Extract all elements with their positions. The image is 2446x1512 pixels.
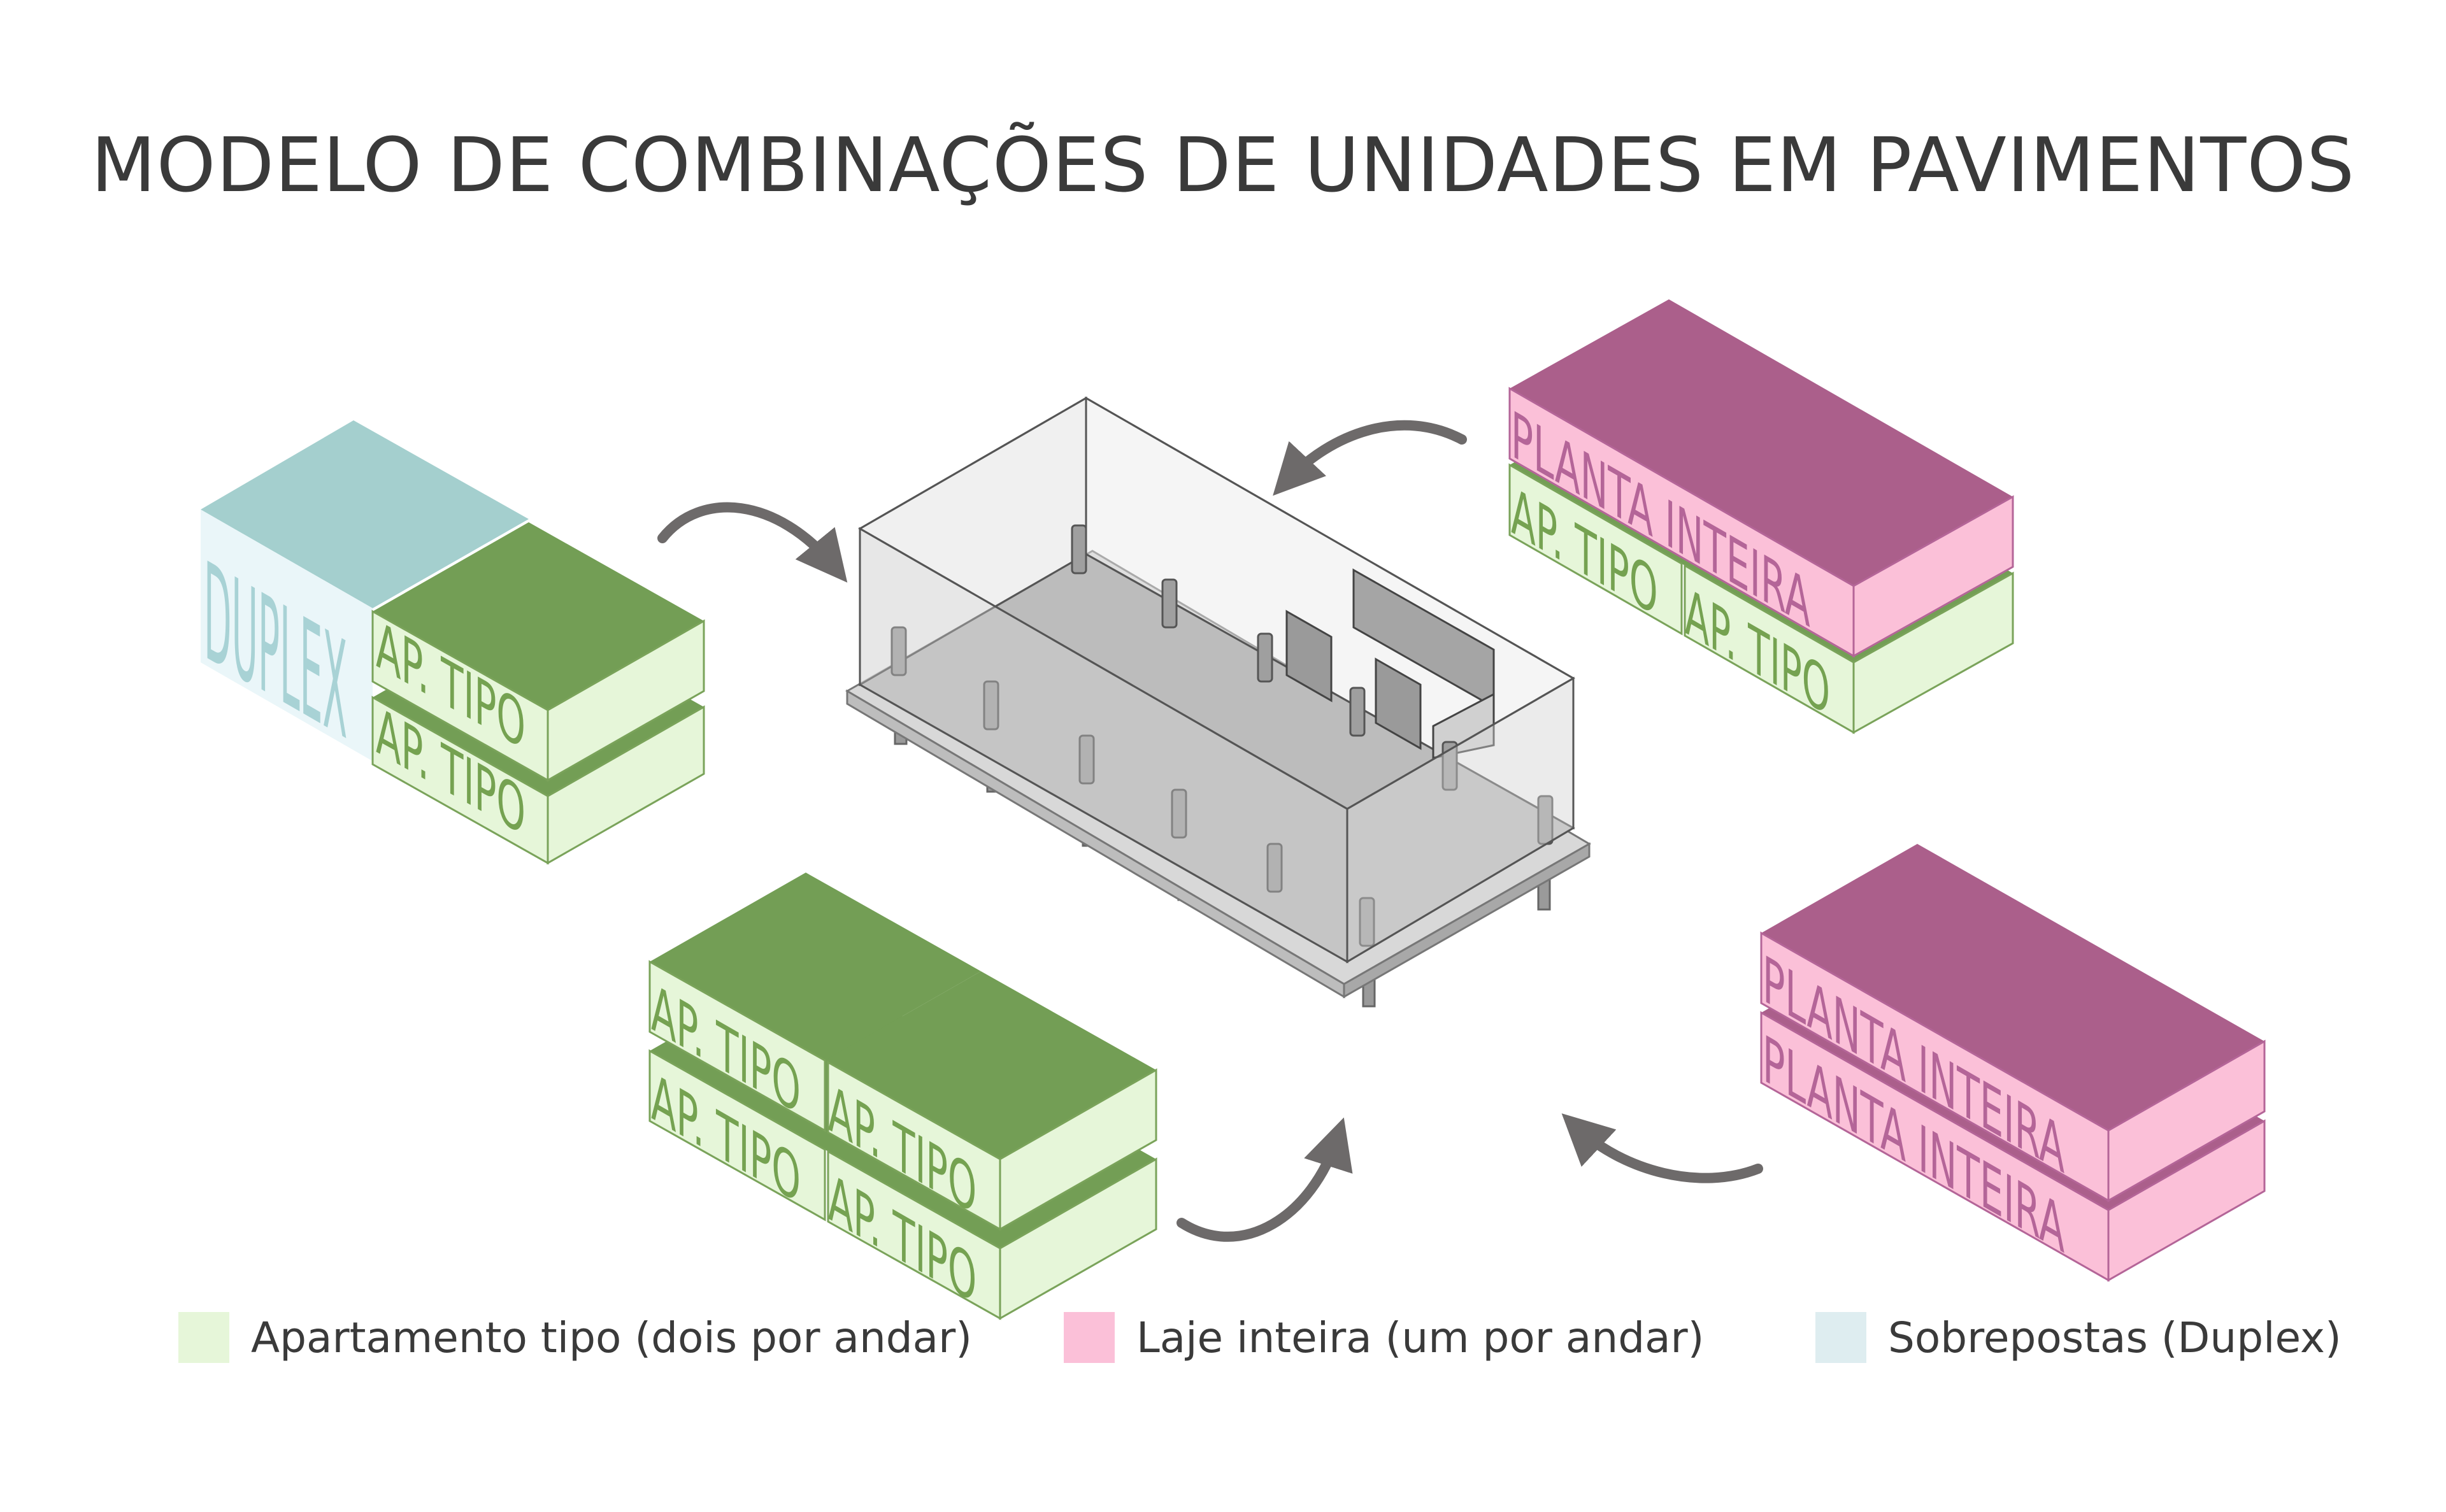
building-slab-side: [1343, 842, 1591, 999]
ap-tipo-block-top: [650, 873, 981, 1060]
block-group-duplex: DUPLEX AP. TIPO AP. TIPO: [201, 420, 705, 865]
legend-swatch-full-floor: [1064, 1312, 1115, 1363]
arrow-full-floors-to-building: [1561, 1113, 1763, 1183]
block-group-full-floors: PLANTA INTEIRA PLANTA INTEIRA: [1760, 844, 2266, 1282]
diagram-title: MODELO DE COMBINAÇÕES DE UNIDADES EM PAV…: [90, 121, 2356, 209]
planta-inteira-block-side: [2107, 1039, 2266, 1202]
ap-tipo-block-front: [648, 1049, 826, 1222]
legend-item-apartment: Apartamento tipo (dois por andar): [178, 1309, 972, 1366]
duplex-block-top: [201, 420, 529, 608]
ap-tipo-block-side: [999, 1068, 1157, 1231]
block-group-four-tipo: AP. TIPO AP. TIPO AP. TIPO AP. TIPO: [648, 873, 1157, 1320]
ap-tipo-block-front: [1508, 463, 1683, 636]
legend-label-duplex: Sobrepostas (Duplex): [1888, 1313, 2342, 1362]
legend-swatch-apartment: [178, 1312, 229, 1363]
building-columns: [890, 524, 1554, 947]
legend-item-full-floor: Laje inteira (um por andar): [1064, 1309, 1704, 1366]
block-group-full-and-tipo: AP. TIPO AP. TIPO PLANTA INTEIRA: [1508, 299, 2014, 734]
legend-label-full-floor: Laje inteira (um por andar): [1136, 1313, 1705, 1362]
building-model: [845, 396, 1591, 1008]
arrow-duplex-to-building: [657, 502, 848, 583]
duplex-block-front: [201, 510, 373, 761]
planta-inteira-block-side: [1852, 495, 2014, 658]
planta-inteira-block-top: [1761, 844, 2264, 1130]
ap-tipo-block-front: [648, 960, 826, 1132]
planta-inteira-block-top: [1510, 299, 2013, 586]
arrow-four-tipo-to-building: [1177, 1117, 1353, 1242]
legend-swatch-duplex: [1815, 1312, 1866, 1363]
ap-tipo-block-side: [547, 705, 705, 865]
ap-tipo-block-top: [373, 522, 704, 710]
building-core: [1285, 568, 1495, 759]
legend-item-duplex: Sobrepostas (Duplex): [1815, 1309, 2342, 1366]
building-roof-outline: [857, 397, 1576, 810]
ap-tipo-block-top: [825, 971, 1156, 1159]
ap-tipo-block-side: [547, 619, 705, 782]
arrows: [657, 420, 1763, 1242]
planta-inteira-block-side: [2107, 1119, 2266, 1282]
ap-tipo-block-side: [999, 1157, 1157, 1320]
legend-label-apartment: Apartamento tipo (dois por andar): [251, 1313, 972, 1362]
arrow-full-tipo-to-building: [1273, 420, 1467, 496]
ap-tipo-block-side: [1852, 571, 2014, 734]
